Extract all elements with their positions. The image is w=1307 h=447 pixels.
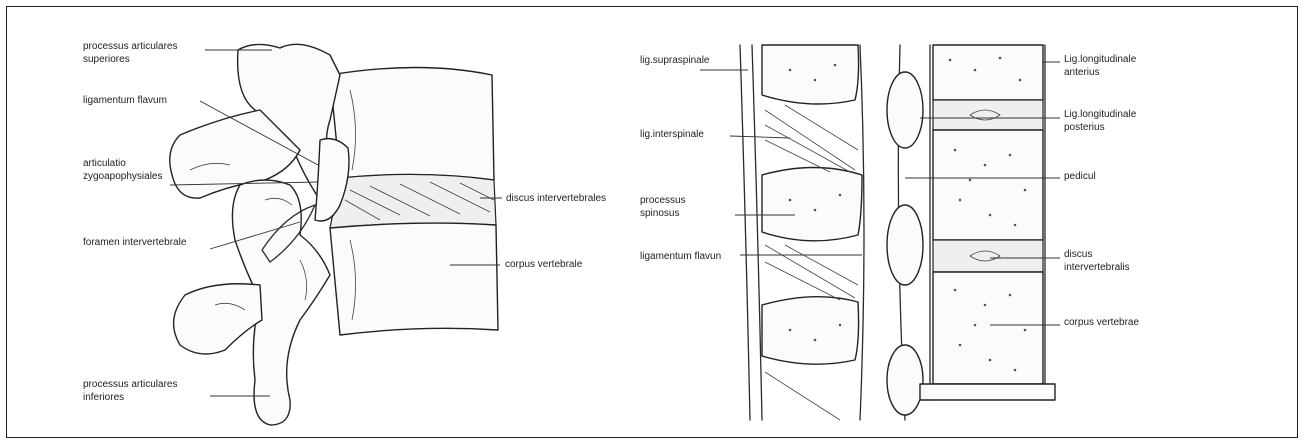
- intervertebral-disc-left: [330, 174, 496, 228]
- label-ligamentum-flavun: ligamentum flavun: [640, 250, 721, 263]
- label-lig-longitudinale-anterius: Lig.longitudinale anterius: [1064, 53, 1136, 79]
- left-vertebrae-drawing: [170, 44, 498, 425]
- spinous-process-3: [762, 297, 859, 365]
- label-processus-articulares-inferiores: processus articulares inferiores: [83, 378, 177, 404]
- vertebral-body-3: [933, 272, 1043, 384]
- vertebral-body-1: [933, 45, 1043, 100]
- disc-2: [933, 240, 1043, 272]
- label-corpus-vertebrae: corpus vertebrae: [1064, 316, 1139, 329]
- label-ligamentum-flavum-left: ligamentum flavum: [83, 94, 167, 107]
- pedicle-lower: [887, 205, 923, 285]
- pedicle-upper: [887, 72, 923, 148]
- upper-vertebral-body: [330, 68, 494, 181]
- label-pedicul: pedicul: [1064, 170, 1096, 183]
- label-foramen-intervertebrale: foramen intervertebrale: [83, 236, 186, 249]
- spinous-process-1: [762, 45, 859, 104]
- label-lig-supraspinale: lig.supraspinale: [640, 54, 710, 67]
- spinous-process-2: [762, 168, 862, 241]
- label-discus-intervertebrales: discus intervertebrales: [506, 192, 606, 205]
- right-spine-section: [740, 45, 1055, 420]
- label-processus-spinosus: processus spinosus: [640, 194, 686, 220]
- supraspinous-ligament: [740, 45, 750, 420]
- vertebral-body-2: [933, 130, 1043, 240]
- lower-spinous-process: [174, 284, 262, 354]
- label-corpus-vertebrale: corpus vertebrale: [505, 258, 582, 271]
- disc-1: [933, 100, 1043, 130]
- pedicle-bottom: [887, 345, 923, 415]
- label-lig-interspinale: lig.interspinale: [640, 128, 704, 141]
- label-processus-articulares-superiores: processus articulares superiores: [83, 40, 177, 66]
- label-discus-intervertebralis: discus intervertebralis: [1064, 248, 1130, 274]
- label-articulatio-zygoapophysiales: articulatio zygoapophysiales: [83, 157, 163, 183]
- label-lig-longitudinale-posterius: Lig.longitudinale posterius: [1064, 108, 1136, 134]
- interspinous-hatching: [765, 105, 858, 420]
